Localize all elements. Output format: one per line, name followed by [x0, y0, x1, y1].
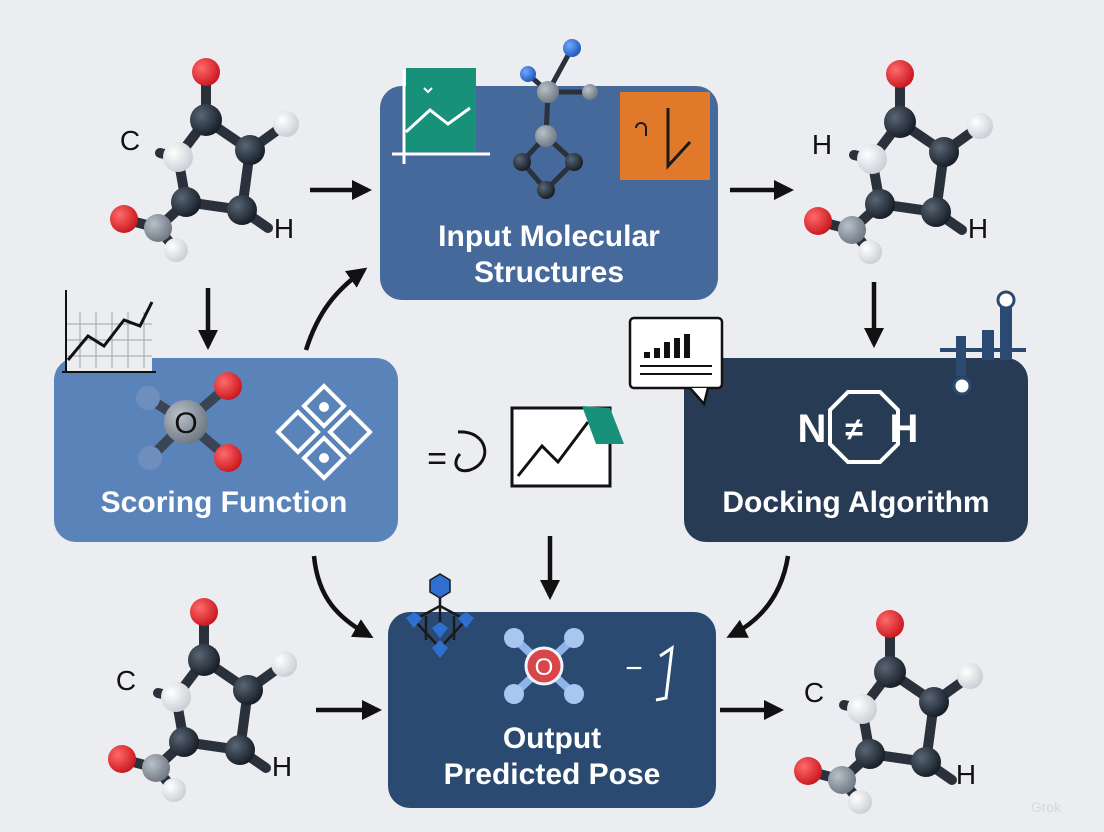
output-title-line2: Predicted Pose	[444, 758, 661, 791]
molecule-bottom-right-right-atom: H	[956, 759, 976, 790]
input-title-line2: Structures	[474, 256, 624, 289]
molecule-top-right-left-atom: H	[812, 129, 832, 160]
molecule-bottom-left-right-atom: H	[272, 751, 292, 782]
docking-formula-left: N	[798, 407, 827, 451]
output-side-symbol: −	[625, 652, 643, 685]
docking-ring-icon	[828, 390, 900, 464]
network-hierarchy-icon	[406, 573, 474, 658]
speech-chart-icon	[628, 316, 724, 407]
watermark: Grok	[1031, 799, 1062, 815]
output-box	[388, 612, 716, 808]
scoring-title: Scoring Function	[101, 486, 348, 519]
docking-box	[684, 358, 1028, 542]
curl-icon	[454, 430, 487, 473]
molecule-bottom-right: C H	[794, 610, 983, 814]
arrow-docking-to-output	[726, 555, 791, 639]
molecule-bottom-left: C H	[108, 598, 297, 802]
molecule-bottom-right-left-atom: C	[804, 677, 824, 708]
oxygen-molecule-icon: O	[136, 372, 242, 472]
molecule-top-right-right-atom: H	[968, 213, 988, 244]
output-center-atom: O	[535, 654, 554, 681]
slider-bars-icon	[940, 290, 1026, 396]
molecule-graph-icon	[513, 39, 598, 199]
trend-graph-icon	[62, 290, 156, 373]
molecule-top-right: H H	[804, 60, 993, 264]
output-oxygen-icon: O	[504, 628, 584, 704]
docking-formula-mid: ≠	[845, 411, 863, 447]
docking-title: Docking Algorithm	[722, 486, 989, 519]
arrow-scoring-to-output	[311, 555, 374, 638]
orange-document-icon	[620, 92, 710, 180]
molecule-top-left: C H	[110, 58, 299, 262]
diamond-cluster-icon	[275, 383, 373, 481]
bracket-icon	[655, 644, 674, 702]
input-title-line1: Input Molecular	[438, 220, 660, 253]
molecule-bottom-left-left-atom: C	[116, 665, 136, 696]
scoring-center-atom: O	[174, 407, 197, 440]
chart-icon	[392, 68, 490, 164]
molecule-top-left-right-atom: H	[274, 213, 294, 244]
docking-formula-right: H	[890, 407, 919, 451]
equals-symbol: =	[427, 440, 447, 478]
arrow-scoring-to-input	[303, 267, 368, 351]
output-title-line1: Output	[503, 722, 601, 755]
molecule-top-left-left-atom: C	[120, 125, 140, 156]
line-chart-frame-icon	[510, 406, 624, 488]
